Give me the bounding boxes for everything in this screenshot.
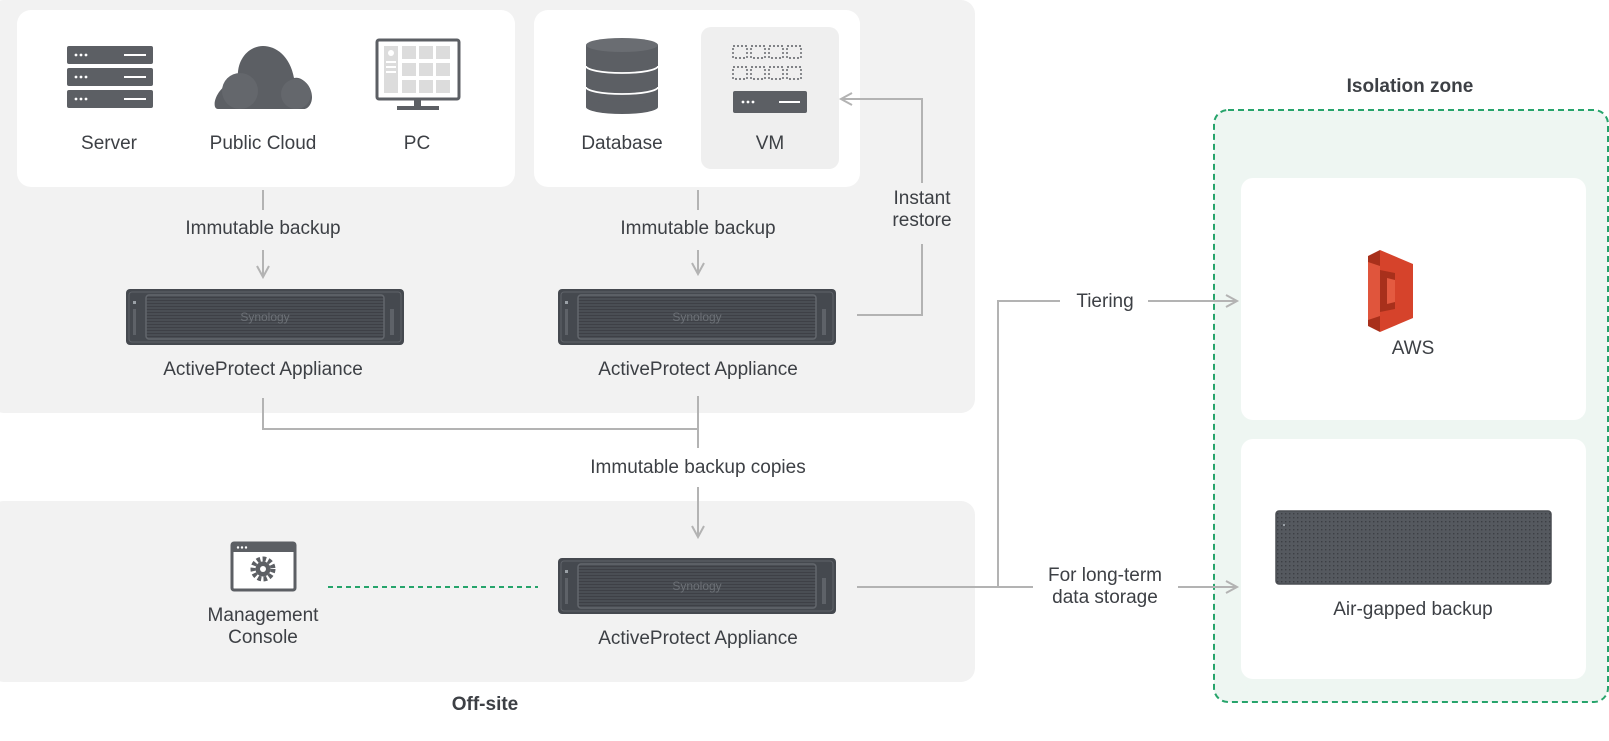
flow-label-long-term: For long-term data storage [1047, 565, 1163, 608]
airgap-label: Air-gapped backup [1333, 599, 1493, 620]
copies-connector [262, 398, 698, 430]
airgap-appliance-graphic [1275, 510, 1552, 585]
virtual-machine-icon [732, 45, 807, 113]
database-icon [585, 38, 659, 114]
flow-label-immutable-backup-copies: Immutable backup copies [590, 457, 806, 478]
server-rack-icon [67, 46, 153, 108]
source-label-database: Database [581, 133, 663, 154]
flow-label-immutable-backup-left: Immutable backup [185, 218, 341, 239]
isolation-zone-title: Isolation zone [1346, 76, 1474, 97]
source-label-public-cloud: Public Cloud [209, 133, 317, 154]
appliance-label-left: ActiveProtect Appliance [163, 359, 363, 380]
aws-card [1241, 178, 1586, 420]
appliance-label-right: ActiveProtect Appliance [598, 359, 798, 380]
flow-label-tiering: Tiering [1076, 291, 1134, 312]
instant-restore-upper [838, 92, 923, 183]
management-console-label: Management Console [207, 605, 319, 648]
management-console-icon [230, 541, 297, 592]
appliance-brand-left: Synology [240, 310, 289, 324]
monitor-icon [375, 38, 461, 110]
appliance-brand-right: Synology [672, 310, 721, 324]
appliance-brand-offsite: Synology [672, 579, 721, 593]
flow-label-instant-restore: Instant restore [892, 188, 952, 231]
instant-restore-lower [857, 244, 923, 316]
offsite-section-label: Off-site [451, 694, 519, 715]
source-label-server: Server [81, 133, 137, 154]
tiering-line [997, 300, 1060, 587]
flow-label-immutable-backup-right: Immutable backup [620, 218, 776, 239]
aws-label: AWS [1391, 338, 1435, 359]
source-label-vm: VM [755, 133, 785, 154]
source-label-pc: PC [403, 133, 431, 154]
cloud-icon [214, 46, 312, 109]
appliance-label-offsite: ActiveProtect Appliance [598, 628, 798, 649]
aws-s3-icon [1368, 250, 1413, 332]
